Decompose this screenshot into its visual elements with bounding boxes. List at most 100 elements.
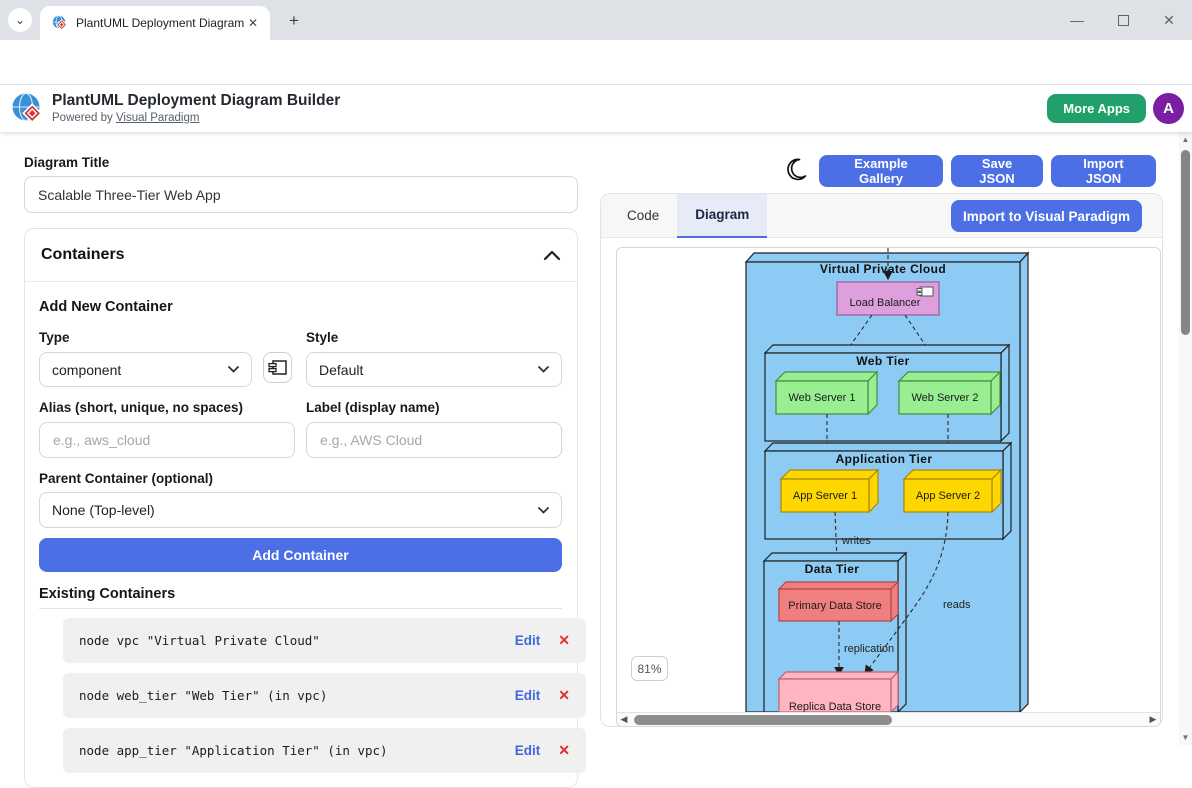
node-app-server-2: App Server 2 [902,468,1003,514]
tab-title: PlantUML Deployment Diagram [76,16,244,30]
diagram-title-input[interactable] [24,176,578,213]
hscroll-thumb[interactable] [634,715,892,725]
powered-by-prefix: Powered by [52,112,116,124]
vscroll-thumb[interactable] [1181,150,1190,335]
web-tier-title: Web Tier [856,354,909,368]
delete-container-icon[interactable]: ✕ [558,687,570,703]
edit-container-link[interactable]: Edit [514,633,541,648]
chevron-down-icon [538,366,549,373]
add-container-button[interactable]: Add Container [39,538,562,572]
primary-data-store-label: Primary Data Store [788,600,882,612]
delete-container-icon[interactable]: ✕ [558,632,570,648]
powered-by: Powered by Visual Paradigm [52,112,199,124]
tab-code[interactable]: Code [627,208,660,223]
chevron-down-icon [538,506,549,514]
save-json-button[interactable]: Save JSON [951,155,1043,187]
containers-section-title: Containers [41,246,125,263]
zoom-level-badge: 81% [631,656,668,681]
parent-container-label: Parent Container (optional) [39,471,214,486]
parent-container-select[interactable]: None (Top-level) [39,492,562,528]
type-label: Type [39,330,70,345]
node-web-server-1: Web Server 1 [774,370,879,416]
diagram-title-label: Diagram Title [24,155,110,170]
diagram-canvas: Virtual Private Cloud Load Balancer [617,248,1160,712]
edge-writes-label: writes [841,535,871,547]
divider [39,608,562,609]
browser-toolbar: ← → ↻ ai-toolbox.visual-paradigm.com/app… [0,40,1192,118]
tab-search-chevron-icon[interactable]: ⌄ [8,8,32,32]
user-avatar[interactable]: A [1153,93,1184,124]
app-server-1-label: App Server 1 [793,490,857,502]
tab-favicon-icon [52,15,68,31]
page-vertical-scrollbar[interactable]: ▲ ▼ [1179,132,1192,745]
output-card: Code Diagram Import to Visual Paradigm V… [600,193,1163,727]
style-select-value: Default [319,361,364,378]
scroll-up-icon[interactable]: ▲ [1181,135,1190,144]
node-replica-data-store: Replica Data Store [777,670,900,712]
browser-tab[interactable]: PlantUML Deployment Diagram ✕ [40,6,270,40]
existing-containers-title: Existing Containers [39,586,176,602]
type-select[interactable]: component [39,352,252,387]
edge-reads-label: reads [943,599,971,611]
scroll-left-icon[interactable]: ◀ [620,714,628,724]
container-list-item: node web_tier "Web Tier" (in vpc) Edit ✕ [63,673,586,718]
alias-label: Alias (short, unique, no spaces) [39,400,244,415]
import-json-button[interactable]: Import JSON [1051,155,1156,187]
collapse-chevron-icon[interactable] [543,250,561,261]
import-to-visual-paradigm-button[interactable]: Import to Visual Paradigm [951,200,1142,232]
window-minimize-button[interactable]: — [1070,12,1084,28]
web-server-1-label: Web Server 1 [788,392,855,404]
data-tier-title: Data Tier [805,562,860,576]
tab-close-icon[interactable]: ✕ [247,16,259,30]
type-select-value: component [52,361,122,378]
visual-paradigm-link[interactable]: Visual Paradigm [115,112,200,124]
load-balancer-label: Load Balancer [850,297,921,309]
style-label: Style [306,330,339,345]
application-tier-title: Application Tier [836,452,933,466]
hscroll-track[interactable] [631,713,1146,726]
example-gallery-button[interactable]: Example Gallery [819,155,943,187]
window-maximize-button[interactable] [1100,0,1146,40]
node-load-balancer: Load Balancer [836,281,940,316]
parent-select-value: None (Top-level) [52,502,155,518]
output-tabs-bar: Code Diagram Import to Visual Paradigm [601,193,1162,238]
diagram-viewer[interactable]: Virtual Private Cloud Load Balancer [616,247,1161,727]
deployment-diagram: Virtual Private Cloud Load Balancer [744,248,1030,712]
new-tab-button[interactable]: + [289,11,299,30]
edit-container-link[interactable]: Edit [514,688,541,703]
edge-writes [832,511,843,587]
container-code: node vpc "Virtual Private Cloud" [79,633,320,648]
component-shape-button[interactable] [263,352,292,383]
containers-card-header[interactable]: Containers [25,229,577,282]
edge-replication-label: replication [844,643,894,655]
alias-input[interactable] [39,422,295,458]
node-primary-data-store: Primary Data Store [777,580,900,623]
diagram-horizontal-scrollbar[interactable]: ◀ ▶ [617,712,1160,726]
container-list-item: node vpc "Virtual Private Cloud" Edit ✕ [63,618,586,663]
container-code: node web_tier "Web Tier" (in vpc) [79,688,328,703]
label-label: Label (display name) [306,400,440,415]
scroll-right-icon[interactable]: ▶ [1149,714,1157,724]
container-code: node app_tier "Application Tier" (in vpc… [79,743,388,758]
tab-diagram[interactable]: Diagram [677,193,768,238]
dark-mode-toggle-icon[interactable] [783,156,809,182]
chevron-down-icon [228,366,239,373]
edge-reads [864,511,949,675]
style-select[interactable]: Default [306,352,562,387]
component-icon [268,360,287,375]
container-list-item: node app_tier "Application Tier" (in vpc… [63,728,586,773]
window-close-button[interactable]: ✕ [1163,11,1175,28]
edit-container-link[interactable]: Edit [514,743,541,758]
app-header: PlantUML Deployment Diagram Builder Powe… [0,85,1192,132]
more-apps-button[interactable]: More Apps [1047,94,1146,123]
add-new-container-title: Add New Container [39,299,173,315]
browser-titlebar: ⌄ PlantUML Deployment Diagram ✕ + — ✕ [0,0,1192,40]
label-input[interactable] [306,422,562,458]
app-server-2-label: App Server 2 [916,490,980,502]
node-web-server-2: Web Server 2 [897,370,1002,416]
web-server-2-label: Web Server 2 [911,392,978,404]
scroll-down-icon[interactable]: ▼ [1181,733,1190,742]
visual-paradigm-logo [12,92,43,124]
vpc-title: Virtual Private Cloud [820,262,946,276]
maximize-icon [1117,14,1129,26]
